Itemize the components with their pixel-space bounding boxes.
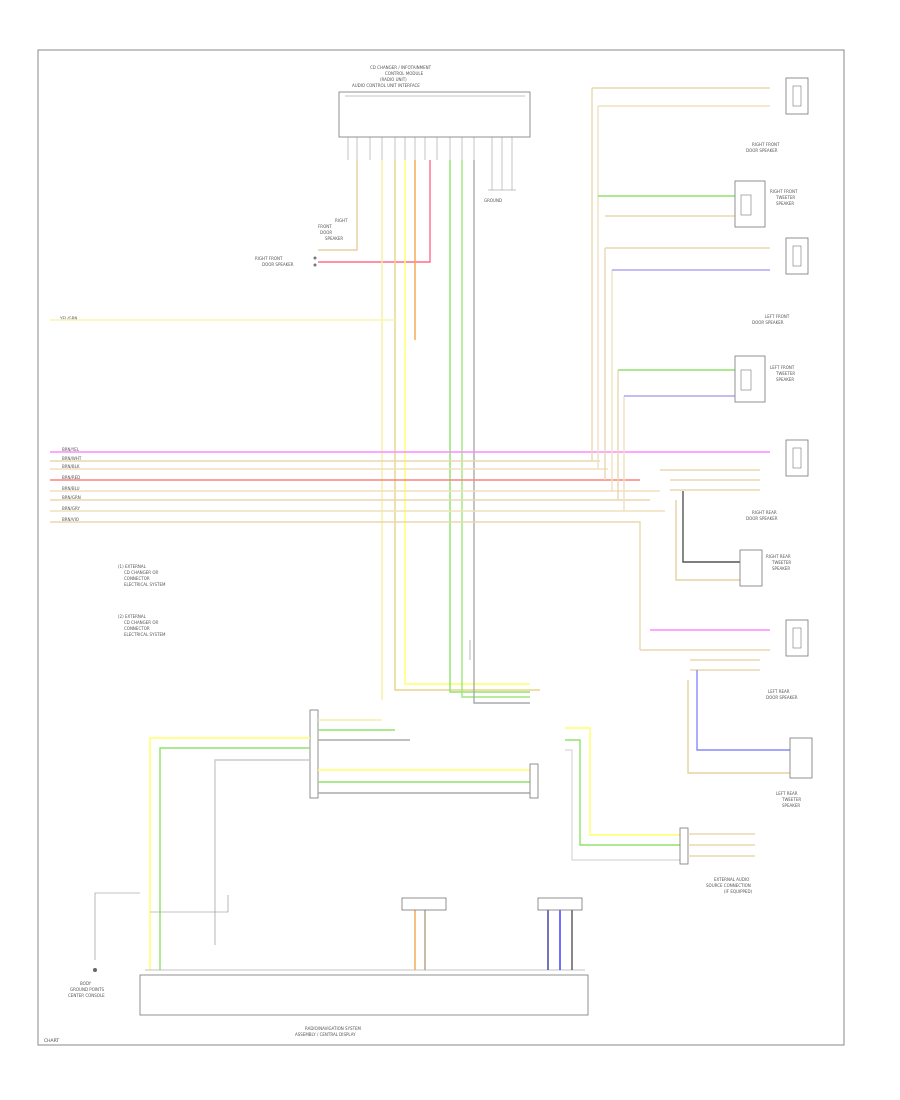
top-module-ground-label: GROUND <box>484 198 502 203</box>
top-module-label-1: CD CHANGER / INFOTAINMENT <box>370 65 432 70</box>
rf-door-label-1: RIGHT FRONT <box>752 142 780 147</box>
harness-code-2: BRN/WHT <box>62 456 82 461</box>
lf-door-speaker: LEFT FRONT DOOR SPEAKER <box>605 237 809 325</box>
lf-door-label-1: LEFT FRONT <box>765 314 790 319</box>
lr-door-label-2: DOOR SPEAKER <box>766 695 798 700</box>
harness-code-5: BRN/BLU <box>62 486 80 491</box>
notes: (1) EXTERNAL CD CHANGER OR CONNECTOR ELE… <box>118 564 166 637</box>
note1-l1: (1) EXTERNAL <box>118 564 147 569</box>
rr-tweeter-label-3: SPEAKER <box>772 566 790 571</box>
right-vertical-wires <box>591 88 625 511</box>
ext-audio-label-1: EXTERNAL AUDIO <box>714 877 749 882</box>
lr-door-speaker: LEFT REAR DOOR SPEAKER <box>640 619 809 700</box>
harness-code-7: BRN/GRY <box>62 506 80 511</box>
top-module-label-2: CONTROL MODULE <box>385 71 424 76</box>
ground-ref-1: RIGHT FRONT <box>255 256 283 261</box>
lr-tweeter-label-3: SPEAKER <box>782 803 800 808</box>
note2-l1: (2) EXTERNAL <box>118 614 147 619</box>
wire-left-yellow: YEL/GRN <box>50 316 395 321</box>
note2-l2: CD CHANGER OR <box>124 620 159 625</box>
lf-door-speaker-box <box>785 237 809 275</box>
rr-door-speaker: RIGHT REAR DOOR SPEAKER <box>660 439 809 521</box>
top-module-label-4: AUDIO CONTROL UNIT INTERFACE <box>352 83 420 88</box>
lr-tweeter: LEFT REAR TWEETER SPEAKER <box>687 670 813 808</box>
note2-l4: ELECTRICAL SYSTEM <box>124 632 166 637</box>
conn-label-3: DOOR <box>320 230 332 235</box>
rf-tweeter: RIGHT FRONT TWEETER SPEAKER <box>598 180 798 228</box>
rf-door-speaker-box <box>785 77 809 115</box>
note1-l2: CD CHANGER OR <box>124 570 159 575</box>
left-harness: BRN/YEL BRN/WHT BRN/BLK BRN/RED BRN/BLU … <box>50 447 665 650</box>
lf-tweeter-box <box>734 355 766 403</box>
footer-code: CHART <box>44 1038 59 1044</box>
rr-door-label-2: DOOR SPEAKER <box>746 516 778 521</box>
lr-tweeter-box <box>789 737 813 779</box>
bottom-module: RADIO/NAVIGATION SYSTEM ASSEMBLY / CENTR… <box>139 897 589 1037</box>
rr-tweeter-label-1: RIGHT REAR <box>766 554 791 559</box>
wires-top-module <box>318 160 540 704</box>
ground-left-3: CENTER CONSOLE <box>68 993 105 998</box>
rr-tweeter: RIGHT REAR TWEETER SPEAKER <box>675 491 791 587</box>
middle-connectors <box>309 709 539 799</box>
harness-code-4: BRN/RED <box>62 475 80 480</box>
conn-label-4: SPEAKER <box>325 236 343 241</box>
ground-left-2: GROUND POINTS <box>70 987 104 992</box>
note1-l4: ELECTRICAL SYSTEM <box>124 582 166 587</box>
conn-label-2: FRONT <box>318 224 332 229</box>
rf-tweeter-label-2: TWEETER <box>775 195 795 200</box>
wire-left-yellow-label: YEL/GRN <box>59 316 77 321</box>
rr-tweeter-label-2: TWEETER <box>771 560 791 565</box>
external-audio: EXTERNAL AUDIO SOURCE CONNECTION (IF EQU… <box>565 727 755 894</box>
rf-door-speaker: RIGHT FRONT DOOR SPEAKER <box>592 77 809 153</box>
lf-tweeter-label-2: TWEETER <box>775 371 795 376</box>
lf-tweeter: LEFT FRONT TWEETER SPEAKER <box>618 355 795 403</box>
harness-code-8: BRN/VIO <box>62 517 79 522</box>
note1-l3: CONNECTOR <box>124 576 150 581</box>
lr-door-label-1: LEFT REAR <box>768 689 790 694</box>
rr-door-label-1: RIGHT REAR <box>752 510 777 515</box>
lf-door-label-2: DOOR SPEAKER <box>752 320 784 325</box>
harness-code-6: BRN/GRN <box>62 495 81 500</box>
rf-door-label-2: DOOR SPEAKER <box>746 148 778 153</box>
top-module-label-3: (RADIO UNIT) <box>380 77 407 82</box>
top-module: CD CHANGER / INFOTAINMENT CONTROL MODULE… <box>338 65 531 138</box>
ground-ref-2: DOOR SPEAKER <box>262 262 294 267</box>
top-module-box <box>338 91 531 138</box>
lf-tweeter-label-3: SPEAKER <box>776 377 794 382</box>
rr-tweeter-box <box>739 549 763 587</box>
lf-tweeter-label-1: LEFT FRONT <box>770 365 795 370</box>
ground-left-1: BODY <box>80 981 92 986</box>
bottom-module-box <box>139 974 589 1016</box>
note2-l3: CONNECTOR <box>124 626 150 631</box>
ext-audio-label-2: SOURCE CONNECTION <box>706 883 751 888</box>
rf-tweeter-label-1: RIGHT FRONT <box>770 189 798 194</box>
bottom-module-label-2: ASSEMBLY / CENTRAL DISPLAY <box>295 1032 356 1037</box>
lr-door-speaker-box <box>785 619 809 657</box>
left-drops <box>149 737 310 970</box>
lr-tweeter-label-2: TWEETER <box>781 797 801 802</box>
conn-label-1: RIGHT <box>335 218 348 223</box>
left-ground: BODY GROUND POINTS CENTER CONSOLE <box>68 892 140 998</box>
harness-code-3: BRN/BLK <box>62 464 80 469</box>
diagram-frame <box>37 49 845 1046</box>
lr-tweeter-label-1: LEFT REAR <box>776 791 798 796</box>
rr-door-speaker-box <box>785 439 809 477</box>
rf-tweeter-box <box>734 180 766 228</box>
rf-tweeter-label-3: SPEAKER <box>776 201 794 206</box>
bottom-module-label-1: RADIO/NAVIGATION SYSTEM <box>305 1026 362 1031</box>
harness-code-1: BRN/YEL <box>62 447 80 452</box>
top-module-pins: GROUND <box>347 137 516 203</box>
ext-audio-label-3: (IF EQUIPPED) <box>724 889 753 894</box>
top-left-connector: RIGHT FRONT DOOR SPEAKER RIGHT FRONT DOO… <box>255 218 348 267</box>
